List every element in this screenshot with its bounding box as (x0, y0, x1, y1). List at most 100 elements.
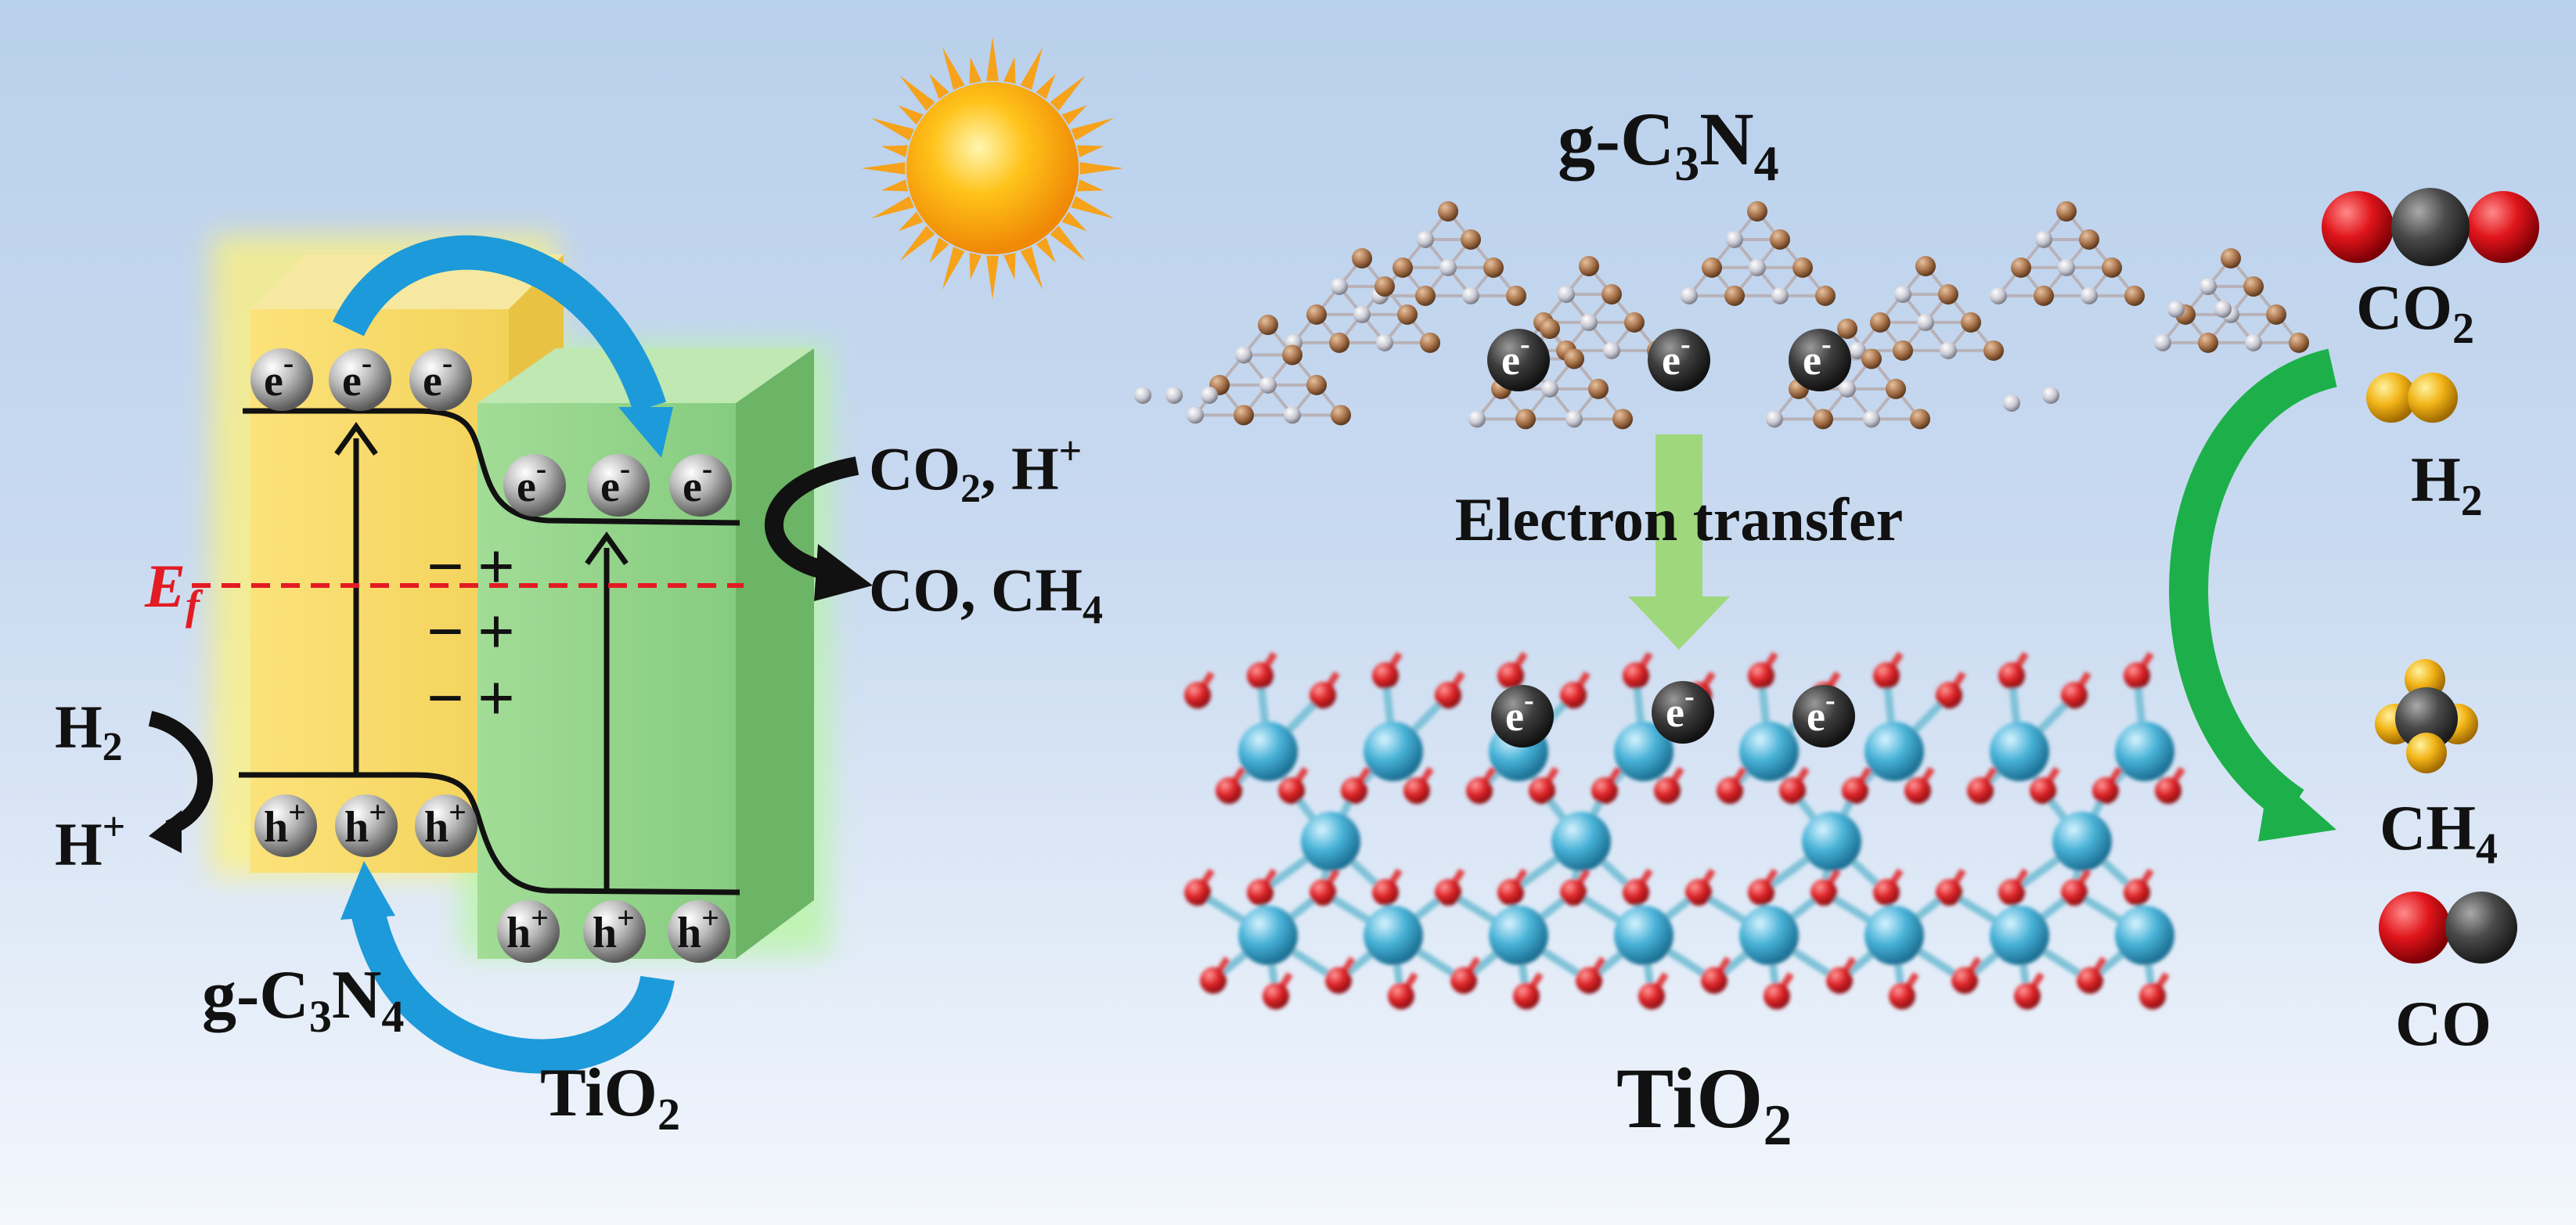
gcn-structure-title: g-C3N4 (1558, 97, 1779, 191)
svg-text:−: − (427, 662, 464, 735)
oxygen-atom (1184, 682, 1211, 709)
oxygen-atom (1936, 879, 1962, 906)
svg-text:+: + (477, 662, 515, 735)
tio2-electrons: e- e- e- (503, 451, 732, 517)
gcn-atom (2124, 285, 2145, 306)
ch4-label: CH4 (2380, 792, 2498, 874)
gcn-atom (1770, 229, 1790, 250)
electron-icon: e- (669, 451, 732, 517)
sun-ray (1061, 211, 1087, 232)
sun-ray (942, 247, 965, 290)
electron-icon: e- (1487, 328, 1550, 391)
oxygen-atom (1685, 879, 1712, 906)
sun-ray (1036, 74, 1056, 99)
sun-ray (1020, 46, 1043, 90)
oxygen-atom (1889, 982, 1915, 1010)
oxygen-atom (1263, 982, 1289, 1010)
oxygen-atom (1466, 777, 1493, 804)
svg-text:e-: e- (423, 345, 452, 405)
svg-text:e-: e- (600, 451, 630, 511)
gcn-atom (1461, 229, 1481, 250)
titanium-atom (1614, 722, 1673, 781)
svg-text:h+: h+ (593, 900, 635, 957)
sun-icon (861, 37, 1124, 300)
gcn-atom (1624, 312, 1645, 333)
oxygen-atom (1341, 777, 1367, 804)
oxygen-atom (1388, 982, 1414, 1010)
svg-text:e-: e- (1803, 328, 1832, 384)
hole-transfer-arrow (340, 861, 675, 1074)
sun-ray (1003, 253, 1016, 280)
gcn-atom (1724, 285, 1745, 306)
gcn-atom (2214, 301, 2232, 318)
gcn-atom (1861, 348, 1882, 369)
gcn-label: g-C3N4 (202, 957, 404, 1042)
oxygen-atom (1936, 682, 1962, 709)
electron-icon: e- (409, 345, 472, 411)
oxygen-atom (2155, 777, 2181, 804)
titanium-atom (1489, 906, 1548, 965)
gcn-atom (1306, 374, 1327, 395)
svg-text:h+: h+ (344, 794, 387, 852)
gcn-atom (1376, 333, 1393, 351)
gcn-atom (1749, 258, 1766, 276)
co2-molecule-icon (2322, 188, 2539, 266)
gcn-atom (1940, 341, 1957, 359)
gcn-atom (1990, 286, 2007, 304)
gcn-atom (1235, 346, 1252, 364)
gcn-atom (1580, 313, 1598, 331)
oxygen-atom (1372, 879, 1399, 906)
oxygen-atom (1184, 879, 1211, 906)
hole-icon: h+ (497, 900, 560, 963)
sun-ray (1050, 225, 1086, 261)
svg-text:+: + (477, 596, 515, 668)
svg-text:h+: h+ (677, 900, 719, 957)
electron-icon: e- (329, 345, 391, 411)
sun-ray (861, 162, 906, 175)
gcn-atom (1259, 376, 1277, 394)
gcn-atom (1397, 304, 1418, 325)
gcn-atom (1483, 257, 1504, 278)
gcn-electrons: e- e- e- (250, 345, 472, 411)
gcn-sheet-electrons: e- e- e- (1487, 328, 1851, 391)
oxygen-atom (1497, 879, 1524, 906)
svg-text:−: − (427, 596, 464, 668)
sun-ray (1050, 75, 1086, 111)
sun-ray (1036, 237, 1056, 263)
oxygen-atom (1779, 777, 1806, 804)
gcn-atom (1331, 405, 1351, 426)
sun-ray (1061, 105, 1087, 125)
gcn-atom (2042, 387, 2059, 404)
oxygen-atom (1372, 662, 1399, 690)
hole-icon: h+ (415, 794, 477, 857)
gcn-atom (1201, 387, 1218, 404)
oxygen-atom (1403, 777, 1430, 804)
gcn-atom (1894, 285, 1911, 303)
titanium-atom (1614, 906, 1673, 965)
oxygen-atom (1435, 879, 1461, 906)
gcn-atom (1541, 380, 1558, 398)
gcn-atom (2289, 332, 2309, 353)
gcn-atom (1439, 258, 1457, 276)
oxygen-atom (1638, 982, 1665, 1010)
sun-ray (899, 225, 935, 261)
electron-icon: e- (1652, 680, 1714, 744)
tio2-block (477, 348, 814, 959)
electron-transfer-arrow (333, 235, 673, 458)
oxygen-atom (1325, 967, 1352, 994)
gcn-atom (2245, 333, 2262, 351)
titanium-atom (1238, 722, 1298, 781)
band-edges (239, 408, 740, 895)
gcn-atom (1747, 201, 1767, 222)
sun-ray (986, 37, 999, 81)
oxygen-atom (1310, 682, 1336, 709)
svg-text:e-: e- (1662, 328, 1691, 384)
oxygen-atom (1623, 879, 1649, 906)
oxygen-atom (1826, 967, 1853, 994)
oxygen-atom (2139, 982, 2166, 1010)
sun-ray (881, 179, 908, 192)
sun-ray (1071, 117, 1115, 141)
oxygen-atom (1591, 777, 1618, 804)
product-label: CO, CH4 (869, 556, 1103, 632)
